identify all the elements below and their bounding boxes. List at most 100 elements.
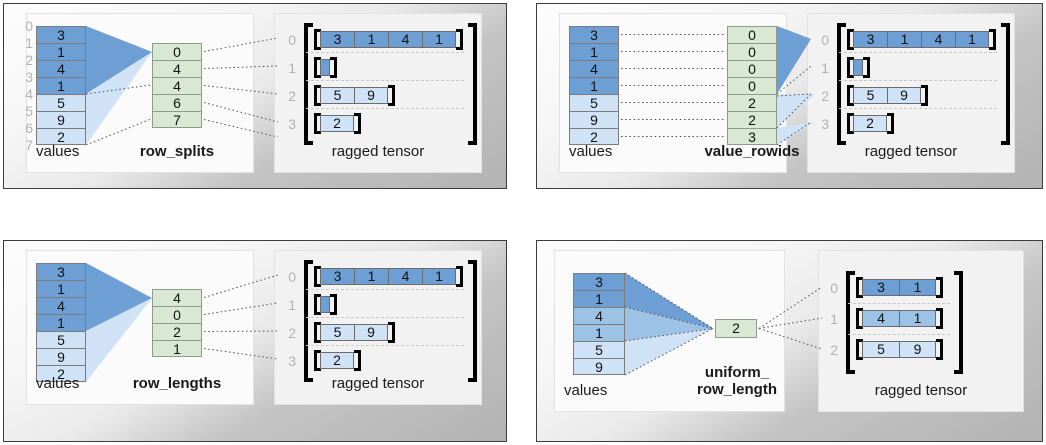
ragged-cell-0-1: 1: [354, 268, 388, 285]
param-label-row-lengths: row_lengths: [132, 375, 222, 392]
ragged-outer-bracket-left-row-splits: [304, 23, 313, 145]
param-label-value-rowids: value_rowids: [704, 143, 800, 160]
value-cell-1: 1: [36, 43, 86, 60]
value-cell-4: 5: [36, 331, 86, 348]
ragged-row-separator-3: [306, 108, 464, 109]
ragged-cell-0-0: 3: [853, 31, 887, 48]
ragged-row-separator-3: [306, 345, 464, 346]
ragged-label-row-splits: ragged tensor: [331, 143, 425, 160]
value-cell-5: 9: [569, 111, 619, 128]
param-cell-0: 0: [152, 43, 202, 60]
value-cell-3: 1: [36, 314, 86, 331]
ragged-row-bracket-right-0: [936, 277, 943, 298]
value-cell-0: 3: [569, 26, 619, 43]
ragged-cell-1-1: 1: [899, 310, 936, 327]
value-cell-5: 9: [573, 358, 625, 375]
param-label-uniform-row-length: uniform_ row_length: [696, 364, 777, 398]
ragged-outer-bracket-right-value-rowids: [1001, 23, 1010, 145]
ragged-outer-bracket-left-value-rowids: [837, 23, 846, 145]
ragged-row-bracket-right-0: [456, 29, 463, 50]
param-cell-0: 4: [152, 289, 202, 306]
value-cell-4: 5: [569, 94, 619, 111]
ragged-row-bracket-right-3: [354, 350, 361, 371]
ragged-row-bracket-right-0: [456, 266, 463, 287]
value-cell-3: 1: [569, 77, 619, 94]
param-cell-2: 2: [152, 323, 202, 340]
ragged-outer-bracket-left-row-lengths: [304, 260, 313, 382]
ragged-row-index-1: 1: [288, 297, 296, 313]
value-cell-6: 2: [569, 128, 619, 145]
param-cell-2: 0: [727, 60, 777, 77]
param-cell-4: 2: [727, 94, 777, 111]
ragged-row-index-3: 3: [288, 116, 296, 132]
ragged-row-bracket-right-2: [936, 339, 943, 360]
ragged-cell-0-2: 4: [388, 31, 422, 48]
ragged-row-bracket-left-1: [314, 294, 321, 315]
ragged-row-bracket-right-2: [388, 85, 395, 106]
ragged-cell-1-0: [320, 296, 330, 313]
ragged-row-bracket-right-2: [388, 322, 395, 343]
ragged-cell-2-0: 5: [320, 324, 354, 341]
ragged-row-bracket-right-1: [330, 294, 337, 315]
ragged-row-bracket-right-1: [330, 57, 337, 78]
value-cell-6: 2: [36, 128, 86, 145]
ragged-cell-0-0: 3: [320, 268, 354, 285]
ragged-label-uniform-row-length: ragged tensor: [874, 382, 968, 399]
value-cell-4: 5: [36, 94, 86, 111]
value-index-1: 1: [25, 35, 33, 51]
ragged-outer-bracket-right-row-splits: [468, 23, 477, 145]
value-index-7: 7: [25, 137, 33, 153]
ragged-cell-0-2: 4: [388, 268, 422, 285]
ragged-row-bracket-left-1: [856, 308, 863, 329]
ragged-outer-bracket-right-uniform-row-length: [954, 271, 963, 374]
ragged-cell-2-0: 5: [853, 87, 887, 104]
ragged-row-index-3: 3: [288, 353, 296, 369]
ragged-row-index-2: 2: [821, 88, 829, 104]
value-index-2: 2: [25, 52, 33, 68]
ragged-row-cells-3: 2: [320, 352, 354, 369]
value-index-0: 0: [25, 18, 33, 34]
ragged-row-bracket-left-1: [847, 57, 854, 78]
param-cell-6: 3: [727, 128, 777, 145]
ragged-row-bracket-left-3: [847, 113, 854, 134]
ragged-cell-2-0: 5: [320, 87, 354, 104]
value-cell-1: 1: [569, 43, 619, 60]
ragged-row-index-1: 1: [830, 311, 838, 327]
ragged-row-cells-3: 2: [320, 115, 354, 132]
value-cell-2: 4: [573, 307, 625, 324]
ragged-cell-0-1: 1: [899, 279, 936, 296]
ragged-cell-2-1: 9: [354, 87, 388, 104]
value-cell-0: 3: [573, 273, 625, 290]
ragged-row-separator-1: [306, 289, 464, 290]
ragged-cell-0-0: 3: [320, 31, 354, 48]
ragged-cell-0-1: 1: [354, 31, 388, 48]
ragged-row-index-0: 0: [288, 269, 296, 285]
param-cell-3: 6: [152, 94, 202, 111]
ragged-row-separator-1: [306, 52, 464, 53]
value-index-5: 5: [25, 103, 33, 119]
ragged-row-index-1: 1: [288, 60, 296, 76]
ragged-cell-1-0: [853, 59, 863, 76]
value-cell-2: 4: [36, 60, 86, 77]
ragged-row-cells-1: [853, 59, 863, 76]
value-cell-5: 9: [36, 111, 86, 128]
ragged-cell-0-2: 4: [921, 31, 955, 48]
ragged-row-index-2: 2: [288, 325, 296, 341]
value-cell-1: 1: [36, 280, 86, 297]
ragged-row-bracket-left-3: [314, 113, 321, 134]
